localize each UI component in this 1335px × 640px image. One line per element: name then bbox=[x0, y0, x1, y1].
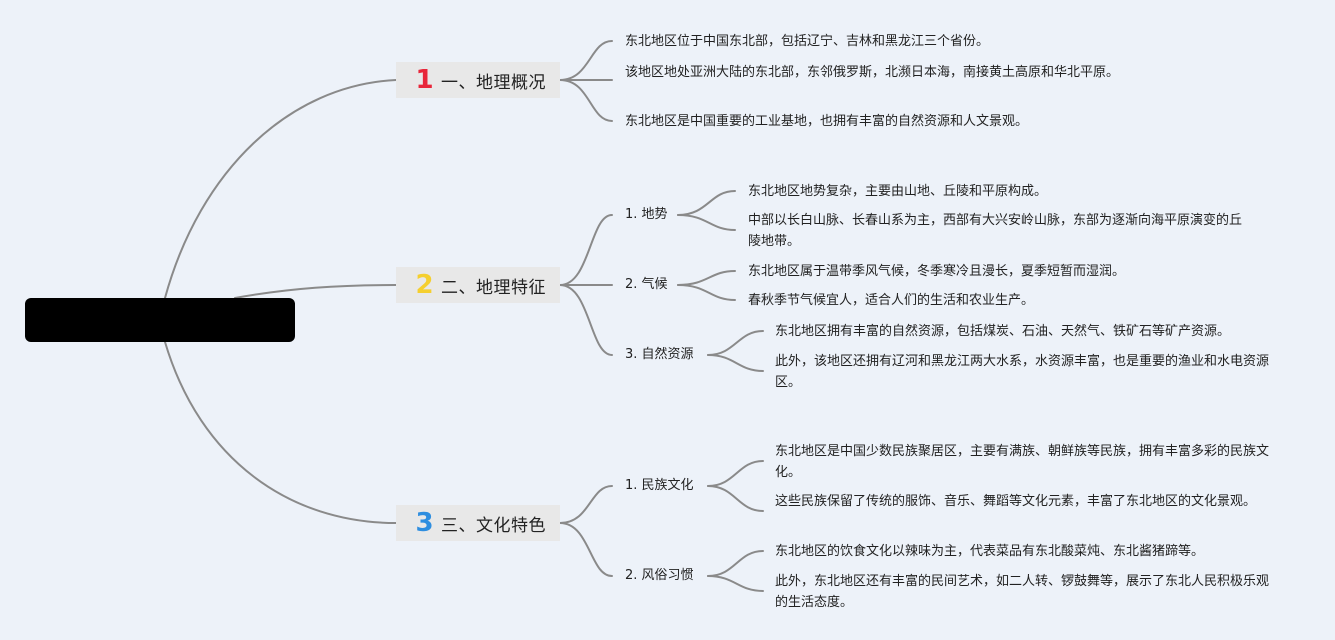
leaf-topic[interactable]: 东北地区是中国少数民族聚居区，主要有满族、朝鲜族等民族，拥有丰富多彩的民族文化。 bbox=[775, 444, 1270, 480]
connector-b1-leaf-1 bbox=[559, 40, 613, 81]
connector-s32-leaf-1 bbox=[707, 550, 764, 577]
branch-label: 二、地理特征 bbox=[441, 277, 546, 298]
connector-s23-leaf-1 bbox=[707, 330, 764, 356]
leaf-topic[interactable]: 东北地区地势复杂，主要由山地、丘陵和平原构成。 bbox=[748, 184, 1048, 199]
connector-b3-sub-2 bbox=[559, 522, 613, 577]
leaf-topic[interactable]: 中部以长白山脉、长春山系为主，西部有大兴安岭山脉，东部为逐渐向海平原演变的丘陵地… bbox=[748, 213, 1243, 249]
number-1-icon: 1 bbox=[415, 65, 434, 95]
number-3-icon: 3 bbox=[415, 508, 434, 538]
subtopic-ethnic-culture[interactable]: 1. 民族文化 bbox=[625, 478, 694, 493]
number-2-icon: 2 bbox=[415, 270, 434, 300]
connector-s21-leaf-1 bbox=[677, 190, 736, 216]
leaf-topic[interactable]: 这些民族保留了传统的服饰、音乐、舞蹈等文化元素，丰富了东北地区的文化景观。 bbox=[775, 494, 1257, 509]
connector-root-branch-3 bbox=[164, 341, 397, 524]
branch-label: 一、地理概况 bbox=[441, 72, 546, 93]
connector-root-branch-2 bbox=[234, 284, 397, 299]
subtopic-terrain[interactable]: 1. 地势 bbox=[625, 207, 668, 222]
leaf-topic[interactable]: 此外，该地区还拥有辽河和黑龙江两大水系，水资源丰富，也是重要的渔业和水电资源区。 bbox=[775, 354, 1270, 390]
leaf-topic[interactable]: 东北地区拥有丰富的自然资源，包括煤炭、石油、天然气、铁矿石等矿产资源。 bbox=[775, 324, 1231, 339]
branch-label: 三、文化特色 bbox=[441, 515, 546, 536]
leaf-topic[interactable]: 东北地区的饮食文化以辣味为主，代表菜品有东北酸菜炖、东北酱猪蹄等。 bbox=[775, 544, 1205, 559]
branch-geography-features[interactable]: 2 二、地理特征 bbox=[396, 267, 560, 303]
branch-geography-overview[interactable]: 1 一、地理概况 bbox=[396, 62, 560, 98]
connector-b3-sub-1 bbox=[559, 485, 613, 524]
connector-s22-leaf-2 bbox=[677, 284, 736, 301]
connector-b2-sub-1 bbox=[559, 214, 613, 286]
root-node[interactable] bbox=[25, 298, 295, 342]
branch-cultural-features[interactable]: 3 三、文化特色 bbox=[396, 505, 560, 541]
connector-s31-leaf-1 bbox=[707, 460, 764, 487]
subtopic-customs[interactable]: 2. 风俗习惯 bbox=[625, 568, 694, 583]
leaf-topic[interactable]: 东北地区属于温带季风气候，冬季寒冷且漫长，夏季短暂而湿润。 bbox=[748, 264, 1126, 279]
connector-s22-leaf-1 bbox=[677, 270, 736, 286]
connector-s21-leaf-2 bbox=[677, 214, 736, 231]
connector-b1-leaf-3 bbox=[559, 79, 613, 122]
connector-s31-leaf-2 bbox=[707, 485, 764, 512]
leaf-topic[interactable]: 春秋季节气候宜人，适合人们的生活和农业生产。 bbox=[748, 293, 1035, 308]
leaf-topic[interactable]: 此外，东北地区还有丰富的民间艺术，如二人转、锣鼓舞等，展示了东北人民积极乐观的生… bbox=[775, 574, 1270, 610]
connector-s32-leaf-2 bbox=[707, 575, 764, 592]
subtopic-natural-resources[interactable]: 3. 自然资源 bbox=[625, 347, 694, 362]
connector-b2-sub-3 bbox=[559, 284, 613, 356]
leaf-topic[interactable]: 东北地区位于中国东北部，包括辽宁、吉林和黑龙江三个省份。 bbox=[625, 34, 990, 49]
leaf-topic[interactable]: 该地区地处亚洲大陆的东北部，东邻俄罗斯，北濒日本海，南接黄土高原和华北平原。 bbox=[625, 65, 1120, 80]
connector-s23-leaf-2 bbox=[707, 354, 764, 372]
leaf-topic[interactable]: 东北地区是中国重要的工业基地，也拥有丰富的自然资源和人文景观。 bbox=[625, 114, 1029, 129]
subtopic-climate[interactable]: 2. 气候 bbox=[625, 277, 668, 292]
connector-root-branch-1 bbox=[164, 79, 397, 299]
